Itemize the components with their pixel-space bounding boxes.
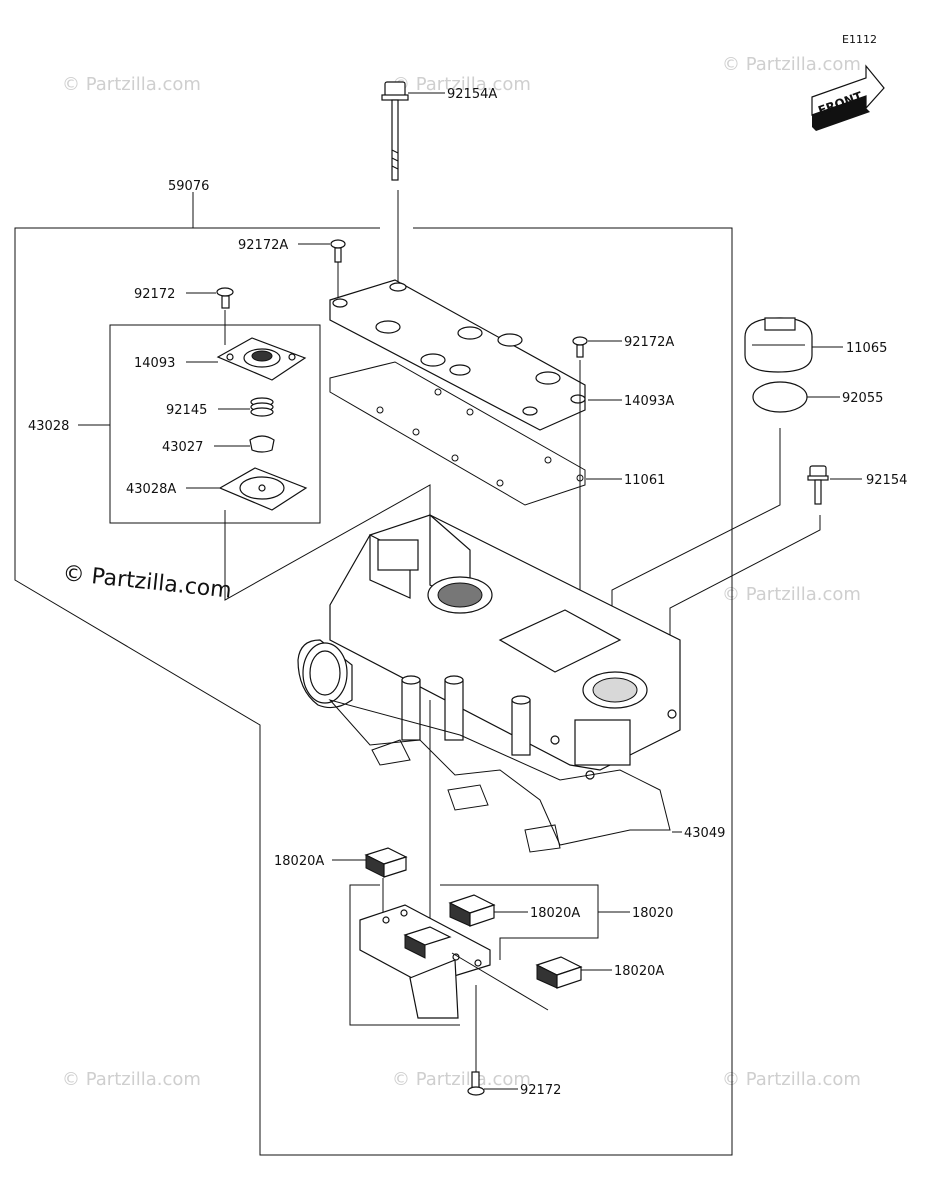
front-arrow-icon: FRONT: [811, 64, 885, 131]
baffle-plate: [359, 904, 491, 1019]
watermark: © Partzilla.com: [62, 1069, 201, 1090]
screw-92172A: [330, 239, 346, 263]
screw-92172A: [572, 336, 588, 358]
part-label: 11065: [846, 341, 887, 356]
part-label: 18020A: [530, 906, 580, 921]
part-label: 14093A: [624, 394, 674, 409]
gasket-43049: [328, 699, 671, 846]
part-label: 92172: [520, 1083, 561, 1098]
watermark-main: © Partzilla.com: [61, 561, 232, 604]
part-label: 92154A: [447, 87, 497, 102]
leader-line: [669, 515, 821, 700]
subassembly-box: [109, 324, 321, 524]
part-label: 59076: [168, 179, 209, 194]
part-label: 18020A: [614, 964, 664, 979]
part-label: 92145: [166, 403, 207, 418]
part-label: 92172: [134, 287, 175, 302]
figure-code: E1112: [842, 33, 877, 46]
part-labels: 92154A 59076 92172A 92172 14093 43028 92…: [28, 87, 907, 1098]
block-18020A: [535, 956, 583, 989]
part-label: 43027: [162, 440, 203, 455]
spring-92145: [250, 397, 274, 417]
block-18020A: [364, 847, 408, 878]
watermarks: © Partzilla.com © Partzilla.com © Partzi…: [61, 54, 861, 1090]
watermark: © Partzilla.com: [722, 54, 861, 75]
subassembly-box: [440, 884, 599, 960]
assembly-frame: [14, 227, 733, 1156]
subassembly-box: [349, 884, 460, 1026]
part-label: 43028: [28, 419, 69, 434]
block-18020A: [448, 894, 496, 927]
plate-14093: [216, 337, 307, 381]
gasket-lobe: [447, 784, 489, 811]
bolt-92154A: [381, 81, 409, 181]
bolt-92154: [807, 465, 829, 505]
leader-line: [451, 952, 549, 1011]
cup-43027: [249, 435, 275, 453]
gasket-holes: [376, 388, 584, 487]
part-label: 43049: [684, 826, 725, 841]
gasket-lobe: [524, 824, 561, 853]
screw-92172: [467, 1071, 485, 1096]
o-ring-92055: [752, 381, 808, 413]
part-label: 11061: [624, 473, 665, 488]
oil-cap-11065: [744, 317, 813, 373]
watermark: © Partzilla.com: [392, 1069, 531, 1090]
head-cover-body: [297, 513, 681, 780]
part-label: 92055: [842, 391, 883, 406]
part-label: 92172A: [238, 238, 288, 253]
watermark: © Partzilla.com: [722, 584, 861, 605]
gasket-lobe: [371, 739, 411, 766]
part-label: 18020A: [274, 854, 324, 869]
diaphragm-43028A: [218, 467, 308, 511]
watermark: © Partzilla.com: [722, 1069, 861, 1090]
part-label: 92172A: [624, 335, 674, 350]
screw-92172: [216, 287, 234, 309]
head-cover-14093A: [329, 279, 586, 431]
part-label: 14093: [134, 356, 175, 371]
part-label: 18020: [632, 906, 673, 921]
watermark: © Partzilla.com: [392, 74, 531, 95]
part-label: 43028A: [126, 482, 176, 497]
watermark: © Partzilla.com: [62, 74, 201, 95]
gasket-11061: [329, 361, 586, 506]
part-label: 92154: [866, 473, 907, 488]
